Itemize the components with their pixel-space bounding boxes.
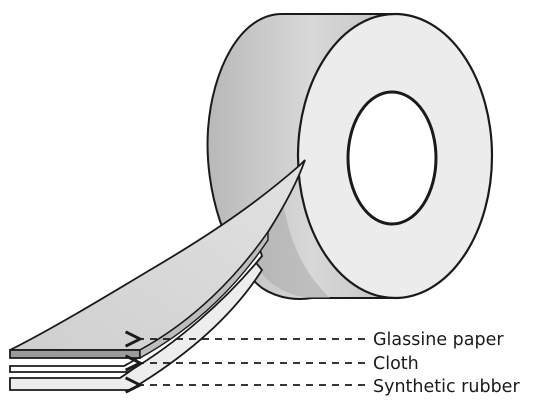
label-synthetic-rubber: Synthetic rubber: [373, 377, 520, 397]
strip-top-side-edge: [139, 229, 269, 360]
label-glassine-paper: Glassine paper: [373, 330, 504, 350]
label-cloth: Cloth: [373, 354, 419, 374]
tape-strip: [9, 159, 306, 391]
layer-labels: Glassine paper Cloth Synthetic rubber: [373, 330, 520, 397]
strip-top-edge: [9, 349, 141, 359]
roll-core-hole: [346, 90, 438, 226]
leader-lines: [140, 339, 365, 385]
